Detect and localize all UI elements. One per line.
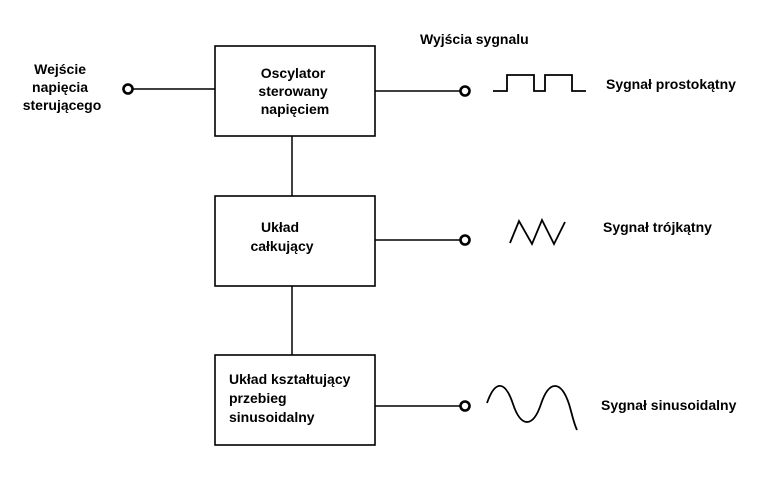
output-square: Sygnał prostokątny: [375, 74, 736, 97]
shaper-label-line: przebieg: [229, 390, 287, 406]
shaper-box: [214, 354, 376, 446]
shaper-block: Układ kształtujący przebieg sinusoidalny: [214, 354, 376, 446]
vco-label-line: napięciem: [261, 101, 329, 117]
input-terminal: [122, 83, 134, 95]
shaper-label-line: sinusoidalny: [229, 409, 315, 425]
input-label-line: napięcia: [32, 79, 88, 95]
output-terminal: [459, 400, 471, 412]
input-group: Wejście napięcia sterującego: [23, 61, 215, 113]
vco-box: [214, 45, 376, 137]
vco-label-line: Oscylator: [261, 65, 326, 81]
output-terminal: [459, 234, 471, 246]
output-label-sine: Sygnał sinusoidalny: [601, 397, 737, 413]
output-label-square: Sygnał prostokątny: [606, 76, 736, 92]
shaper-label-line: Układ kształtujący: [229, 371, 351, 387]
integrator-label-line: całkujący: [250, 238, 313, 254]
outputs-header: Wyjścia sygnalu: [420, 31, 529, 47]
output-label-triangle: Sygnał trójkątny: [603, 219, 712, 235]
vco-label-line: sterowany: [258, 83, 327, 99]
shaper-label: Układ kształtujący przebieg sinusoidalny: [229, 371, 354, 425]
output-triangle: Sygnał trójkątny: [375, 217, 712, 247]
vco-label: Oscylator sterowany napięciem: [258, 65, 331, 117]
triangle-wave-icon: [509, 217, 566, 247]
output-sine: Sygnał sinusoidalny: [375, 385, 737, 431]
integrator-box: [214, 195, 376, 287]
integrator-label-line: Układ: [261, 219, 299, 235]
input-label-line: sterującego: [23, 97, 102, 113]
input-label-line: Wejście: [34, 61, 86, 77]
integrator-label: Układ całkujący: [250, 219, 313, 254]
integrator-block: Układ całkujący: [214, 195, 376, 287]
input-label: Wejście napięcia sterującego: [23, 61, 102, 113]
output-terminal: [459, 85, 471, 97]
vco-block: Oscylator sterowany napięciem: [214, 45, 376, 137]
square-wave-icon: [493, 74, 586, 92]
sine-wave-icon: [486, 385, 578, 431]
